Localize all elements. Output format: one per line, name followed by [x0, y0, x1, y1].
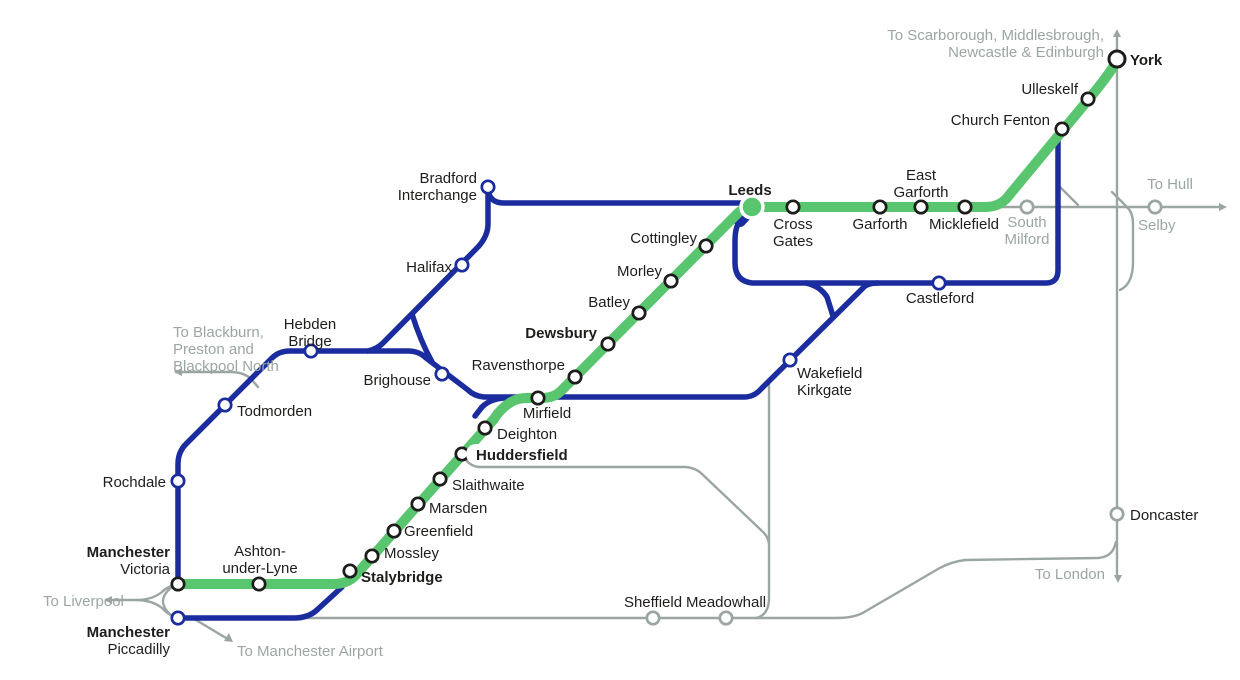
arrow-to-blackburn	[174, 368, 182, 376]
line-halifax-brighouse-chord	[409, 311, 435, 365]
arrow-to-manchester-airport	[224, 633, 233, 642]
station-marker-greenfield	[386, 523, 402, 539]
station-marker-doncaster	[1109, 506, 1125, 522]
secondary-lines	[104, 34, 1221, 640]
green-line	[173, 56, 1122, 589]
direction-arrows	[104, 29, 1227, 642]
huddersfield-label-plate	[466, 444, 682, 464]
station-marker-halifax	[454, 257, 470, 273]
station-marker-manchester-piccadilly	[170, 610, 186, 626]
station-marker-dewsbury	[600, 336, 616, 352]
station-marker-marsden	[410, 496, 426, 512]
station-marker-castleford	[931, 275, 947, 291]
line-wakefield-south	[754, 380, 771, 620]
station-marker-cottingley	[698, 238, 714, 254]
station-marker-slaithwaite	[432, 471, 448, 487]
line-huddersfield-sheffield	[462, 455, 771, 546]
station-marker-east-garforth	[913, 199, 929, 215]
line-selby-doncaster-loop	[1110, 190, 1135, 292]
line-halifax-bradford	[365, 188, 491, 354]
arrow-to-liverpool	[104, 596, 112, 604]
station-markers	[170, 49, 1163, 626]
station-marker-morley	[663, 273, 679, 289]
station-marker-sheffield	[645, 610, 661, 626]
station-marker-deighton	[477, 420, 493, 436]
line-to-manchester-airport	[194, 618, 228, 640]
line-wakefield-castleford-chord	[803, 280, 836, 319]
line-calder-valley	[175, 280, 881, 587]
station-marker-mossley	[364, 548, 380, 564]
station-marker-ulleskelf	[1080, 91, 1096, 107]
arrow-to-hull	[1219, 203, 1227, 211]
line-bradford-leeds	[486, 191, 751, 206]
station-marker-meadowhall	[718, 610, 734, 626]
station-marker-micklefield	[957, 199, 973, 215]
station-marker-garforth	[872, 199, 888, 215]
arrow-to-scarborough	[1113, 29, 1121, 37]
station-marker-brighouse	[434, 366, 450, 382]
line-victoria-piccadilly-chord	[161, 585, 174, 618]
station-marker-manchester-victoria	[170, 576, 186, 592]
station-marker-ravensthorpe	[567, 369, 583, 385]
station-marker-selby	[1147, 199, 1163, 215]
station-marker-mirfield	[530, 390, 546, 406]
line-york-hull-connector	[1058, 185, 1080, 207]
arrow-to-london	[1114, 575, 1122, 583]
station-marker-stalybridge	[342, 563, 358, 579]
station-marker-bradford-interchange	[480, 179, 496, 195]
line-leeds-castleford-york	[732, 128, 1061, 286]
line-manchester-leeds-york	[173, 56, 1122, 589]
line-sheffield-doncaster	[178, 540, 1118, 620]
line-mirfield-huddersfield-spur	[472, 395, 507, 419]
line-piccadilly-stalybridge	[175, 584, 345, 621]
station-marker-church-fenton	[1054, 121, 1070, 137]
station-marker-south-milford	[1019, 199, 1035, 215]
station-marker-ashton-under-lyne	[251, 576, 267, 592]
station-marker-rochdale	[170, 473, 186, 489]
station-marker-wakefield-kirkgate	[782, 352, 798, 368]
station-marker-batley	[631, 305, 647, 321]
station-marker-todmorden	[217, 397, 233, 413]
station-marker-hebden-bridge	[303, 343, 319, 359]
station-marker-leeds	[739, 194, 765, 220]
station-marker-cross-gates	[785, 199, 801, 215]
station-marker-york	[1107, 49, 1127, 69]
